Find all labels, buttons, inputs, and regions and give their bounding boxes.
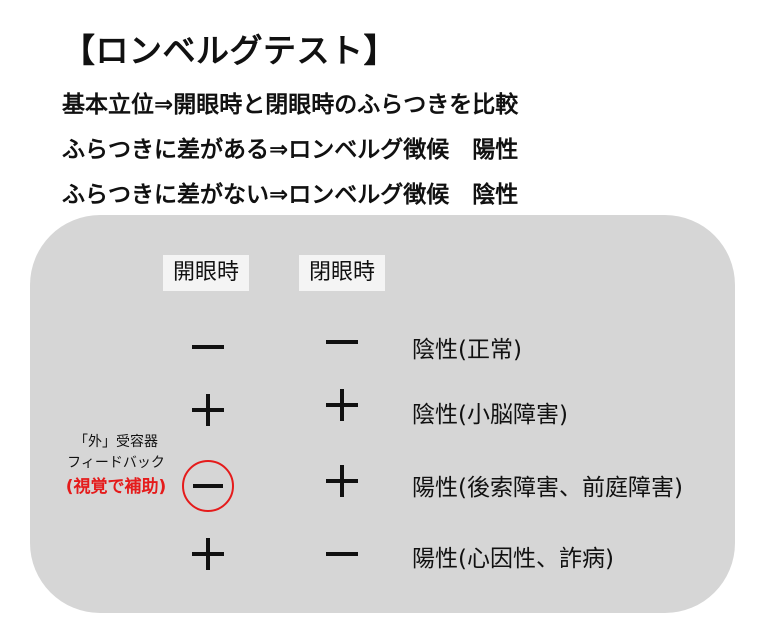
row3-result-label: 陽性(後索障害、前庭障害) (412, 475, 683, 501)
page-title: 【ロンベルグテスト】 (62, 31, 397, 70)
row4-result-label: 陽性(心因性、詐病) (412, 546, 614, 572)
row4-eyes-open-plus-sign (178, 524, 238, 584)
row2-result-label: 陰性(小脳障害) (412, 402, 568, 428)
row1-result-label: 陰性(正常) (412, 337, 522, 363)
column-header-eyes-closed: 閉眼時 (299, 255, 385, 291)
row3-eyes-open-circled-minus-sign (178, 456, 238, 516)
description-line-2: ふらつきに差がある⇒ロンベルグ徴候 陽性 (62, 137, 519, 163)
description-line-3: ふらつきに差がない⇒ロンベルグ徴候 陰性 (62, 182, 519, 208)
row1-eyes-open-minus-sign (178, 318, 238, 378)
note-line-feedback: フィードバック (67, 455, 165, 471)
note-line-exteroceptor: 「外」受容器 (74, 434, 158, 450)
column-header-eyes-open: 開眼時 (163, 255, 249, 291)
exteroceptor-feedback-note: 「外」受容器 フィードバック (視覚で補助) (56, 432, 176, 500)
row4-eyes-closed-minus-sign (312, 524, 372, 584)
description-line-1: 基本立位⇒開眼時と閉眼時のふらつきを比較 (62, 92, 519, 118)
row1-eyes-closed-minus-sign (312, 313, 372, 373)
row2-eyes-closed-plus-sign (312, 375, 372, 435)
note-line-visual-aid: (視覚で補助) (65, 477, 167, 497)
row3-eyes-closed-plus-sign (312, 451, 372, 511)
row2-eyes-open-plus-sign (178, 380, 238, 440)
